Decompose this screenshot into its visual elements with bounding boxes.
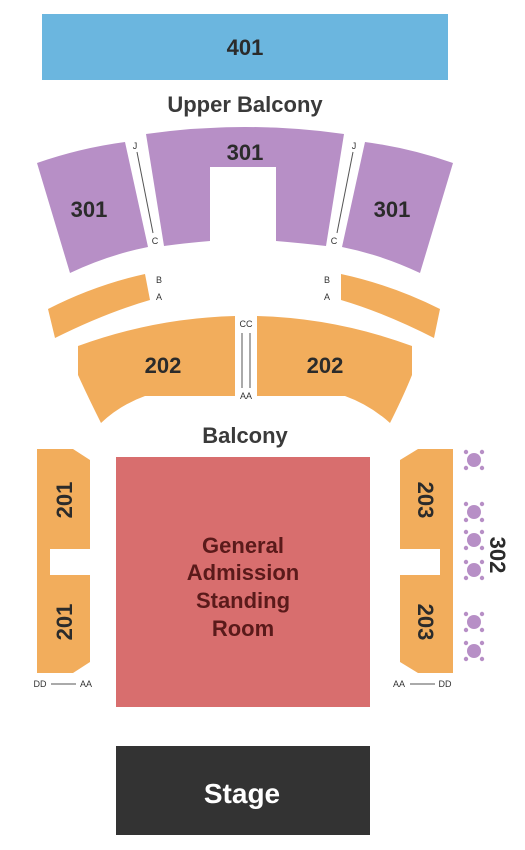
section-203-top[interactable] <box>400 449 453 572</box>
section-301-left-label: 301 <box>71 197 108 222</box>
section-301-right-label: 301 <box>374 197 411 222</box>
section-302-label: 302 <box>485 537 510 574</box>
row-dd-left: DD <box>34 679 47 689</box>
section-401[interactable] <box>42 14 448 80</box>
section-201-bottom-label: 201 <box>52 604 77 641</box>
section-202-right-label: 202 <box>307 353 344 378</box>
section-301-left[interactable] <box>37 142 148 273</box>
aisle-line-left <box>136 151 154 234</box>
ga-label-line1: General <box>202 533 284 558</box>
stage <box>116 746 370 835</box>
ga-label-line4: Room <box>212 616 274 641</box>
section-202-left-label: 202 <box>145 353 182 378</box>
section-302-tables[interactable] <box>463 449 485 662</box>
section-203-bottom[interactable] <box>400 572 453 673</box>
row-cc: CC <box>240 319 253 329</box>
row-c-left: C <box>152 236 159 246</box>
row-dd-right: DD <box>439 679 452 689</box>
row-b-left: B <box>156 275 162 285</box>
table-seat-icon[interactable] <box>463 449 485 471</box>
general-admission-floor[interactable] <box>116 457 370 707</box>
section-202-left[interactable] <box>78 316 235 423</box>
table-seat-icon[interactable] <box>463 640 485 662</box>
upper-balcony-label: Upper Balcony <box>167 92 323 117</box>
section-200-left-strip[interactable] <box>48 274 150 338</box>
section-203-bottom-label: 203 <box>413 604 438 641</box>
table-seat-icon[interactable] <box>463 529 485 551</box>
section-201-top[interactable] <box>37 449 90 572</box>
section-200-right-strip[interactable] <box>341 274 440 338</box>
section-401-label: 401 <box>227 35 264 60</box>
row-c-right: C <box>331 236 338 246</box>
table-seat-icon[interactable] <box>463 559 485 581</box>
table-seat-icon[interactable] <box>463 611 485 633</box>
table-seat-icon[interactable] <box>463 501 485 523</box>
balcony-label: Balcony <box>202 423 288 448</box>
section-201-top-label: 201 <box>52 482 77 519</box>
row-b-right: B <box>324 275 330 285</box>
row-j-right: J <box>352 141 357 151</box>
row-aa-left: AA <box>80 679 92 689</box>
stage-label: Stage <box>204 778 280 809</box>
row-j-left: J <box>133 141 138 151</box>
row-a-right: A <box>324 292 330 302</box>
section-301-center[interactable] <box>146 127 344 246</box>
ga-label-line2: Admission <box>187 560 299 585</box>
row-a-left: A <box>156 292 162 302</box>
section-203-top-label: 203 <box>413 482 438 519</box>
ga-label-line3: Standing <box>196 588 290 613</box>
row-aa-center: AA <box>240 391 252 401</box>
row-aa-right: AA <box>393 679 405 689</box>
section-301-right[interactable] <box>342 142 453 273</box>
section-301-center-label: 301 <box>227 140 264 165</box>
aisle-line-right <box>336 151 354 234</box>
section-201-bottom[interactable] <box>37 572 90 673</box>
section-202-right[interactable] <box>257 316 412 423</box>
